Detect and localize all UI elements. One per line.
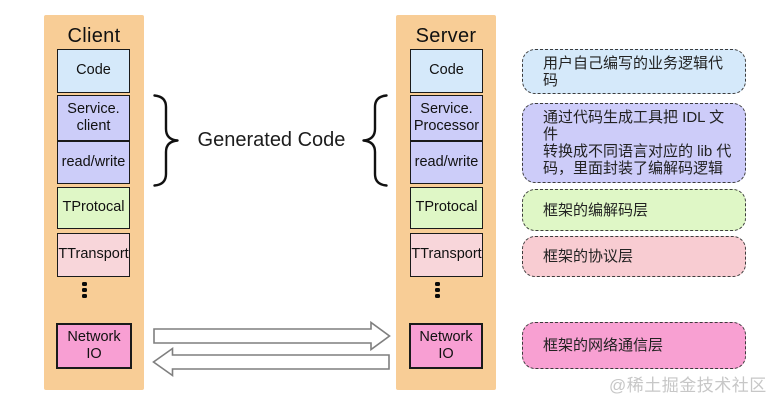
juejin-watermark: @稀土掘金技术社区 — [609, 376, 767, 395]
client-layer-tprotocal: TProtocal — [57, 187, 130, 229]
client-brace — [153, 94, 179, 187]
server-layer-code: Code — [410, 49, 483, 93]
client-column-title: Client — [67, 25, 121, 47]
server-layer-ttransport: TTransport — [410, 233, 483, 277]
client-layer-service-client: Service. client — [57, 95, 130, 141]
annotation-protocol-layer: 框架的协议层 — [522, 236, 746, 277]
server-column-title: Server — [415, 25, 477, 47]
server-brace — [362, 94, 388, 187]
annotation-text: 框架的编解码层 — [543, 201, 649, 219]
annotation-generated-lib-code: 通过代码生成工具把 IDL 文件 转换成不同语言对应的 lib 代 码，里面封装… — [522, 103, 746, 183]
client-ellipsis-icon — [82, 282, 87, 298]
client-to-server-arrow-icon — [153, 320, 391, 352]
client-layer-network-io: Network IO — [56, 323, 132, 369]
client-layer-ttransport: TTransport — [57, 233, 130, 277]
client-layer-read-write: read/write — [57, 141, 130, 184]
dot — [435, 288, 440, 292]
annotation-text: 框架的网络通信层 — [543, 337, 664, 354]
annotation-text: 框架的协议层 — [543, 248, 634, 265]
annotation-text: 用户自己编写的业务逻辑代码 — [543, 54, 724, 89]
server-layer-read-write: read/write — [410, 141, 483, 184]
generated-code-label: Generated Code — [197, 129, 346, 151]
annotation-text: 通过代码生成工具把 IDL 文件 转换成不同语言对应的 lib 代 码，里面封装… — [543, 109, 732, 177]
dot — [82, 294, 87, 298]
server-layer-network-io: Network IO — [409, 323, 483, 369]
client-layer-code: Code — [57, 49, 130, 93]
dot — [82, 282, 87, 286]
server-to-client-arrow-icon — [152, 346, 390, 378]
server-layer-tprotocal: TProtocal — [410, 187, 483, 229]
server-ellipsis-icon — [435, 282, 440, 298]
server-layer-service-processor: Service. Processor — [410, 95, 483, 141]
dot — [435, 282, 440, 286]
annotation-network-layer: 框架的网络通信层 — [522, 322, 746, 369]
dot — [435, 294, 440, 298]
annotation-codec-layer: 框架的编解码层 — [522, 189, 746, 231]
dot — [82, 288, 87, 292]
annotation-business-logic-code: 用户自己编写的业务逻辑代码 — [522, 49, 746, 94]
